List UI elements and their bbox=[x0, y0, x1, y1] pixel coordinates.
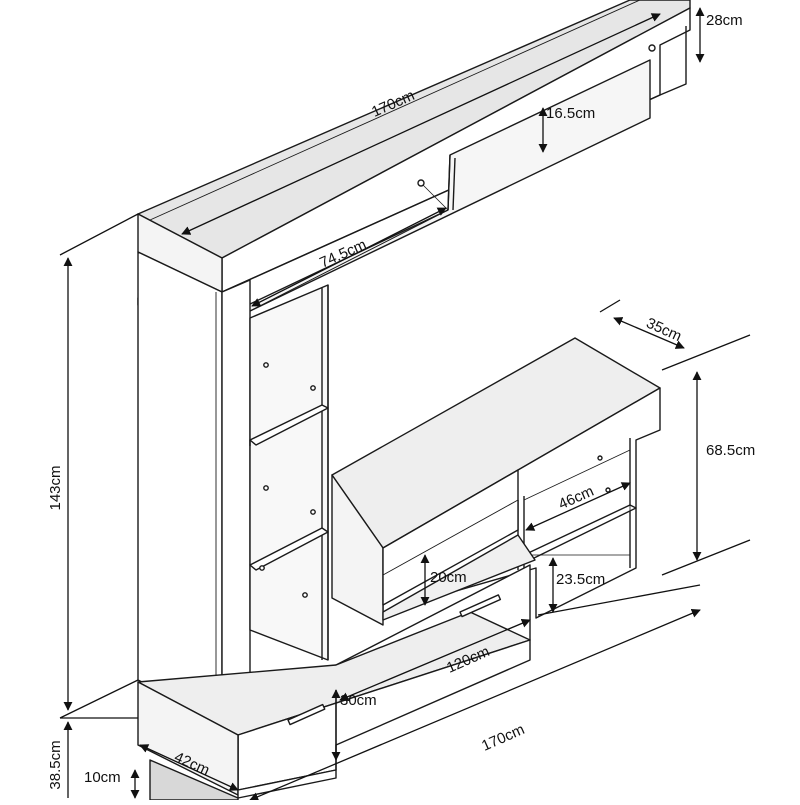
label-flap-height: 20cm bbox=[430, 569, 467, 586]
dim-base-depth bbox=[139, 744, 239, 791]
label-drawer-height: 30cm bbox=[340, 692, 377, 709]
label-total-height: 143cm bbox=[47, 465, 64, 510]
label-base-width: 170cm bbox=[479, 721, 527, 755]
label-top-height: 28cm bbox=[706, 12, 743, 29]
label-base-height: 38.5cm bbox=[47, 740, 64, 789]
label-top-niche: 16.5cm bbox=[546, 105, 595, 122]
dim-base-width bbox=[249, 608, 701, 802]
left-side-panel bbox=[137, 251, 223, 723]
label-cabinet-depth: 35cm bbox=[644, 315, 684, 345]
label-foot-height: 10cm bbox=[84, 769, 121, 786]
shelving-back bbox=[249, 284, 329, 661]
furniture-body bbox=[137, 0, 691, 801]
label-niche-height: 23.5cm bbox=[556, 571, 605, 588]
left-front-strip bbox=[221, 279, 251, 723]
dim-cabinet-depth bbox=[613, 317, 685, 349]
dim-upper-shelf bbox=[251, 207, 447, 307]
dim-top-width bbox=[181, 13, 661, 235]
label-cabinet-height: 68.5cm bbox=[706, 442, 755, 459]
dim-cabinet-niche bbox=[525, 482, 631, 531]
shelf-1 bbox=[249, 404, 329, 446]
dimension-lines bbox=[59, 7, 751, 802]
shelf-2 bbox=[249, 527, 329, 571]
